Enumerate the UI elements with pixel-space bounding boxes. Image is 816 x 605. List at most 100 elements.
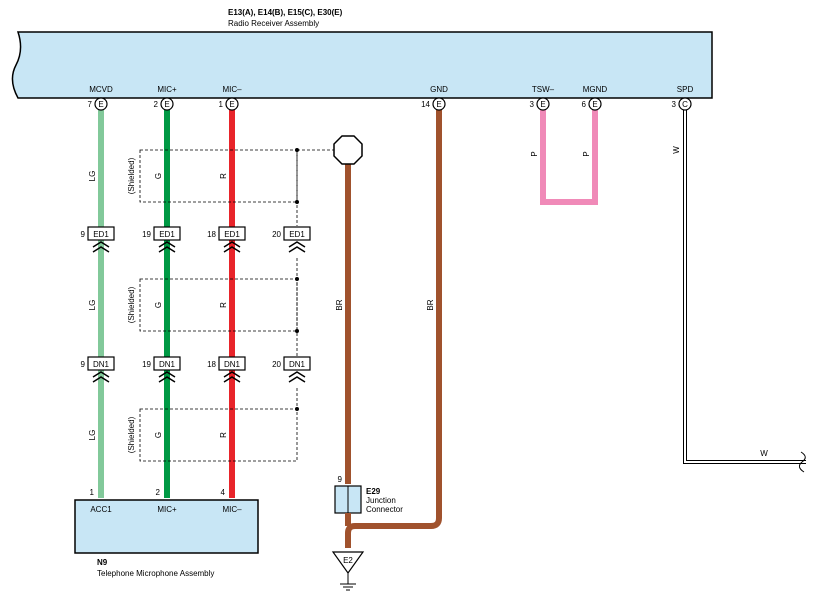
ground-id: E2 — [343, 556, 353, 565]
mic-pin-label-micp: MIC+ — [157, 505, 177, 514]
ed1-pin-num: 20 — [272, 230, 281, 239]
wire-w-break — [798, 451, 806, 473]
pin-circle — [432, 97, 446, 111]
wire-w — [684, 110, 806, 463]
connector-ed1-micp: 19 ED1 — [142, 226, 181, 253]
connector-ed1-shield: 20 ED1 — [272, 226, 311, 253]
shield-dots — [295, 148, 299, 411]
dn1-box — [218, 356, 246, 371]
pin-label-mgnd: MGND — [583, 85, 608, 94]
shield-dot — [295, 277, 299, 281]
radio-pin-gnd: 14 E — [421, 97, 446, 111]
pin-label-gnd: GND — [430, 85, 448, 94]
connector-dn1-shield: 20 DN1 — [272, 356, 311, 383]
connector-dn1-micm: 18 DN1 — [207, 356, 246, 383]
dn1-name: DN1 — [224, 360, 241, 369]
ed1-pin-num: 19 — [142, 230, 151, 239]
dn1-chevron-icon — [158, 371, 176, 383]
connector-dn1-mcvd: 9 DN1 — [81, 356, 115, 383]
shield-boxes — [139, 149, 334, 462]
wire-code-r-2: R — [219, 302, 228, 308]
ed1-chevron-icon — [92, 241, 110, 253]
connector-dn1-micp: 19 DN1 — [142, 356, 181, 383]
junction-name-1: Junction — [366, 496, 396, 505]
wire-code-w-1: W — [672, 146, 681, 154]
pin-label-mcvd: MCVD — [89, 85, 113, 94]
pin-num-mgnd: 6 — [582, 100, 587, 109]
dn1-box — [87, 356, 115, 371]
microphone-box — [74, 499, 259, 554]
dn1-chevron-icon — [288, 371, 306, 383]
ground-triangle-icon — [331, 551, 365, 575]
dn1-box — [153, 356, 181, 371]
wire-code-br-2: BR — [426, 299, 435, 310]
wire-code-g-3: G — [154, 432, 163, 438]
dn1-chevron-icon — [92, 371, 110, 383]
pin-circle — [160, 97, 174, 111]
junction-name-2: Connector — [366, 505, 403, 514]
radio-pin-mcvd: 7 E — [88, 97, 108, 111]
junction-pin-num: 9 — [338, 475, 343, 484]
mic-pin-num-2: 2 — [156, 488, 161, 497]
radio-pin-tsw: 3 E — [530, 97, 550, 111]
pin-label-tsw: TSW– — [532, 85, 555, 94]
wire-code-lg-3: LG — [88, 430, 97, 441]
dn1-name: DN1 — [159, 360, 176, 369]
wire-br-gnd — [345, 110, 442, 548]
wire-code-r-1: R — [219, 173, 228, 179]
shield-dot — [295, 329, 299, 333]
pin-num-mcvd: 7 — [88, 100, 93, 109]
dn1-box — [283, 356, 311, 371]
pin-circle — [588, 97, 602, 111]
connector-ed1-mcvd: 9 ED1 — [81, 226, 115, 253]
pin-num-micm: 1 — [219, 100, 224, 109]
pin-label-spd: SPD — [677, 85, 694, 94]
mic-pin-num-4: 4 — [221, 488, 226, 497]
ed1-name: ED1 — [289, 230, 305, 239]
wire-w-outline — [683, 110, 806, 464]
dn1-name: DN1 — [93, 360, 110, 369]
microphone-name: Telephone Microphone Assembly — [97, 569, 214, 578]
pin-num-gnd: 14 — [421, 100, 430, 109]
wire-code-w-2: W — [760, 449, 768, 458]
shield-box-3 — [139, 408, 298, 462]
microphone-id: N9 — [97, 558, 108, 567]
connector-ed1-micm: 18 ED1 — [207, 226, 246, 253]
junction-id: E29 — [366, 487, 381, 496]
ground-e2: E2 — [331, 551, 365, 591]
mic-pin-num-1: 1 — [90, 488, 95, 497]
radio-receiver-box — [11, 31, 713, 99]
pin-circle — [678, 97, 692, 111]
ed1-box — [87, 226, 115, 241]
ed1-chevron-icon — [288, 241, 306, 253]
dn1-pin-num: 20 — [272, 360, 281, 369]
pin-circle — [225, 97, 239, 111]
dn1-chevron-icon — [223, 371, 241, 383]
ed1-pin-num: 18 — [207, 230, 216, 239]
mic-pin-label-micm: MIC– — [222, 505, 242, 514]
wire-code-lg-1: LG — [88, 171, 97, 182]
pin-conn-mcvd: E — [98, 100, 103, 109]
shielded-label-2: (Shielded) — [127, 286, 136, 323]
shield-dot — [295, 407, 299, 411]
pin-num-micp: 2 — [154, 100, 159, 109]
shield-dot — [295, 148, 299, 152]
wire-code-lg-2: LG — [88, 300, 97, 311]
ed1-name: ED1 — [93, 230, 109, 239]
radio-connectors-label: E13(A), E14(B), E15(C), E30(E) — [228, 8, 343, 17]
radio-pin-mgnd: 6 E — [582, 97, 602, 111]
shielded-label-1: (Shielded) — [127, 157, 136, 194]
wire-code-br-1: BR — [335, 299, 344, 310]
ed1-pin-num: 9 — [81, 230, 86, 239]
wire-code-g-1: G — [154, 173, 163, 179]
mic-pin-label-acc1: ACC1 — [90, 505, 112, 514]
dn1-pin-num: 9 — [81, 360, 86, 369]
wire-code-p-1: P — [530, 151, 539, 156]
pin-num-spd: 3 — [672, 100, 677, 109]
ed1-name: ED1 — [159, 230, 175, 239]
shielded-label-3: (Shielded) — [127, 416, 136, 453]
shield-dot — [295, 200, 299, 204]
ed1-chevron-icon — [158, 241, 176, 253]
radio-pin-micp: 2 E — [154, 97, 174, 111]
pin-conn-mgnd: E — [592, 100, 597, 109]
